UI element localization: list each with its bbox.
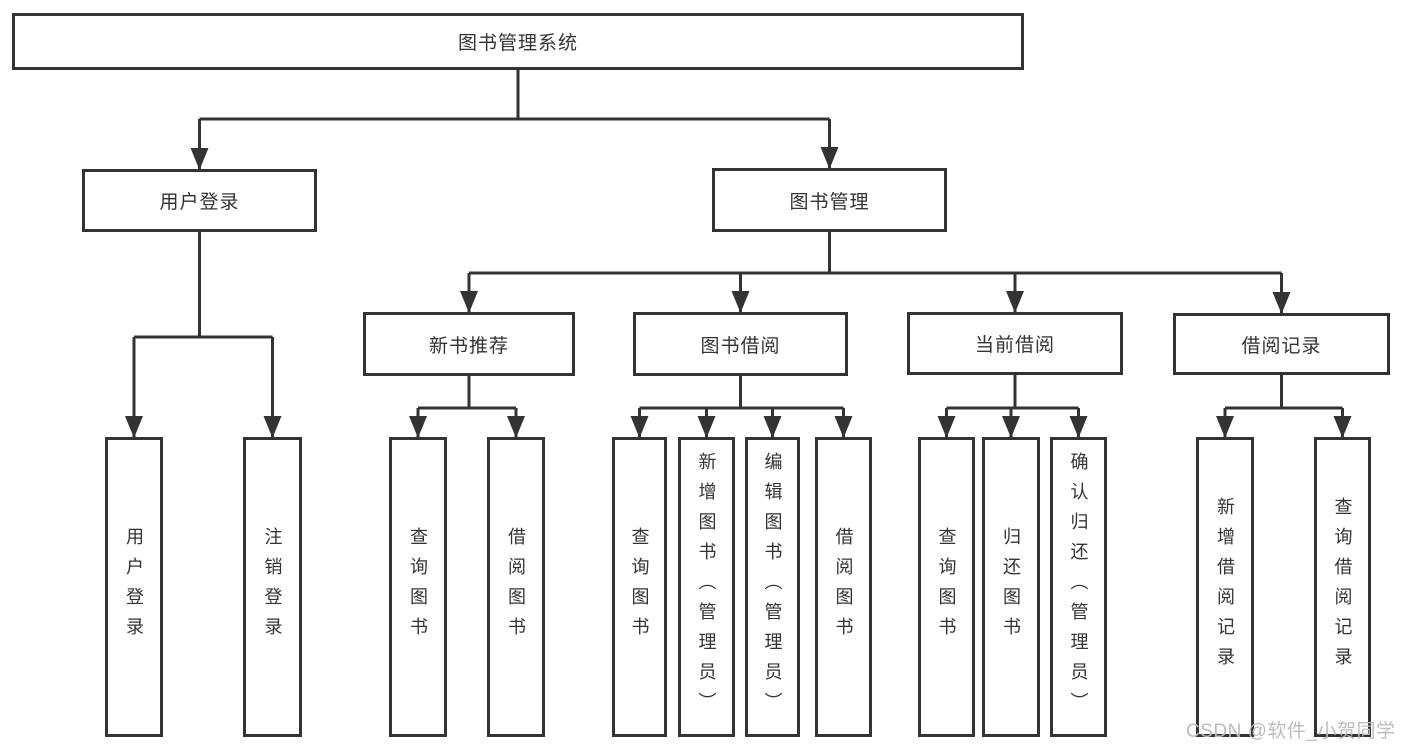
connector-spines (134, 70, 1343, 410)
leaf-cb-query-book: 查询图书 (918, 437, 975, 737)
leaf-logout: 注销登录 (243, 437, 302, 737)
leaf-user-login: 用户登录 (105, 437, 163, 737)
node-current-borrow: 当前借阅 (907, 312, 1123, 375)
node-root: 图书管理系统 (12, 13, 1024, 70)
leaf-cb-return-book: 归还图书 (982, 437, 1040, 737)
leaf-bb-query-book: 查询图书 (612, 437, 667, 737)
leaf-br-query-record: 查询借阅记录 (1314, 437, 1371, 737)
leaf-bb-add-book: 新增图书（管理员） (678, 437, 735, 737)
watermark-text: CSDN @软件_小贺同学 (1186, 721, 1396, 742)
leaf-bb-edit-book: 编辑图书（管理员） (745, 437, 800, 737)
leaf-nb-query-book: 查询图书 (389, 437, 447, 737)
leaf-bb-borrow-book: 借阅图书 (815, 437, 872, 737)
leaf-cb-confirm-return: 确认归还（管理员） (1050, 437, 1107, 737)
node-book-borrow: 图书借阅 (633, 312, 848, 376)
leaf-br-add-record: 新增借阅记录 (1196, 437, 1254, 737)
node-book-management: 图书管理 (712, 168, 947, 232)
node-borrow-records: 借阅记录 (1173, 313, 1390, 375)
node-new-book-recommend: 新书推荐 (363, 312, 575, 376)
leaf-nb-borrow-book: 借阅图书 (487, 437, 545, 737)
node-user-login: 用户登录 (82, 169, 317, 232)
